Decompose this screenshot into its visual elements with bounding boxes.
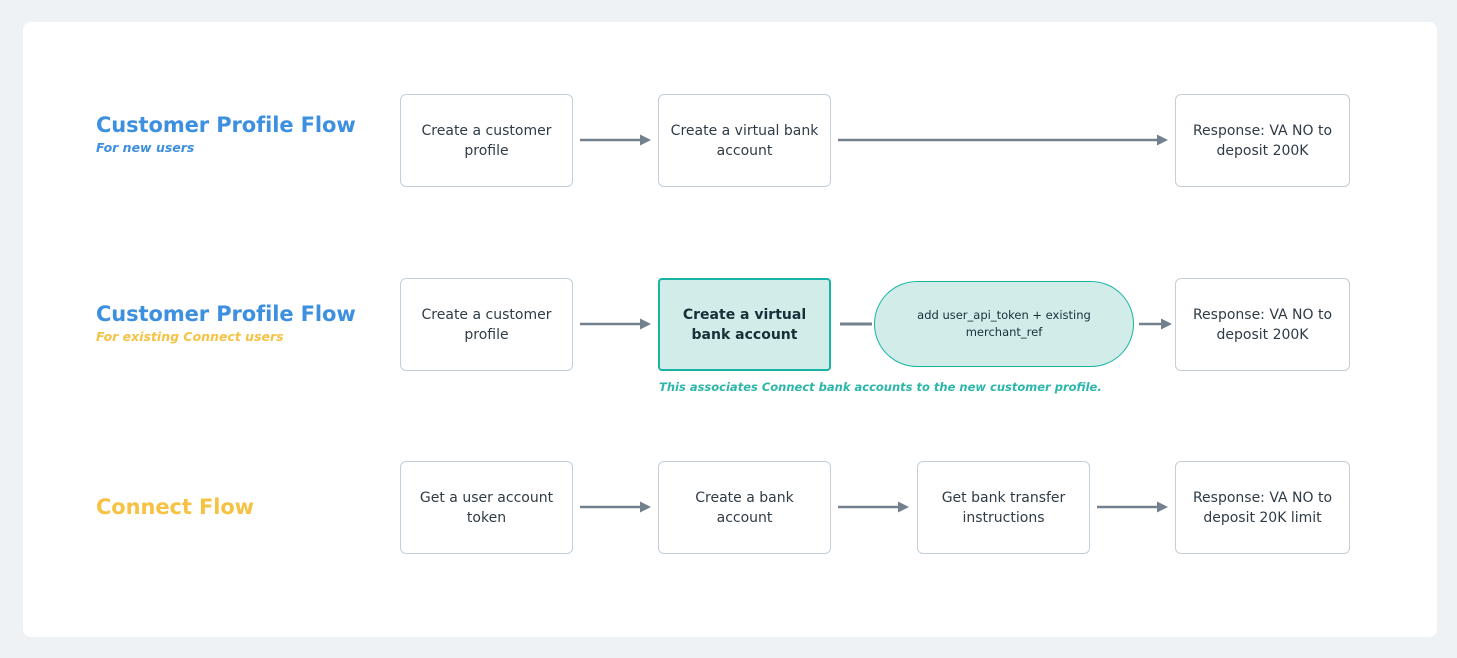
node-label: Create a virtual bank account <box>682 306 807 343</box>
node-label: Response: VA NO to deposit 200K <box>1192 122 1333 159</box>
node-label: Create a bank account <box>695 489 794 526</box>
arrow-row3-3 <box>1097 500 1168 514</box>
arrow-row3-2 <box>838 500 909 514</box>
row-title: Connect Flow <box>96 495 254 519</box>
row-label-customer-profile-flow-existing: Customer Profile Flow For existing Conne… <box>96 301 396 346</box>
node-add-user-api-token[interactable]: add user_api_token + existing merchant_r… <box>874 281 1134 367</box>
node-label: Create a virtual bank account <box>670 122 819 159</box>
row-subtitle: For new users <box>96 140 195 155</box>
node-label: Get a user account token <box>419 489 554 526</box>
node-label: add user_api_token + existing merchant_r… <box>917 308 1091 339</box>
node-create-customer-profile[interactable]: Create a customer profile <box>400 94 573 187</box>
row-label-customer-profile-flow-new: Customer Profile Flow For new users <box>96 112 396 157</box>
node-create-virtual-bank-account[interactable]: Create a virtual bank account <box>658 94 831 187</box>
node-label: Response: VA NO to deposit 20K limit <box>1192 489 1333 526</box>
arrow-row2-3 <box>1139 317 1172 331</box>
node-label: Get bank transfer instructions <box>941 489 1066 526</box>
arrow-row2-1 <box>580 317 651 331</box>
line-row2-2 <box>840 317 872 331</box>
row-label-connect-flow: Connect Flow <box>96 494 396 520</box>
node-get-bank-transfer-instructions[interactable]: Get bank transfer instructions <box>917 461 1090 554</box>
arrow-row1-2-long <box>838 133 1168 147</box>
row-title: Customer Profile Flow <box>96 302 356 326</box>
node-create-bank-account[interactable]: Create a bank account <box>658 461 831 554</box>
node-response-va-no-200k[interactable]: Response: VA NO to deposit 200K <box>1175 94 1350 187</box>
node-response-va-no-200k[interactable]: Response: VA NO to deposit 200K <box>1175 278 1350 371</box>
node-label: Create a customer profile <box>421 122 552 159</box>
row-subtitle: For existing Connect users <box>96 329 284 344</box>
row-title: Customer Profile Flow <box>96 113 356 137</box>
node-label: Create a customer profile <box>421 306 552 343</box>
node-response-va-no-20k-limit[interactable]: Response: VA NO to deposit 20K limit <box>1175 461 1350 554</box>
node-get-user-account-token[interactable]: Get a user account token <box>400 461 573 554</box>
node-create-virtual-bank-account-highlighted[interactable]: Create a virtual bank account <box>658 278 831 371</box>
annotation-connect-association: This associates Connect bank accounts to… <box>659 380 1102 394</box>
node-label: Response: VA NO to deposit 200K <box>1192 306 1333 343</box>
arrow-row3-1 <box>580 500 651 514</box>
arrow-row1-1 <box>580 133 651 147</box>
node-create-customer-profile[interactable]: Create a customer profile <box>400 278 573 371</box>
